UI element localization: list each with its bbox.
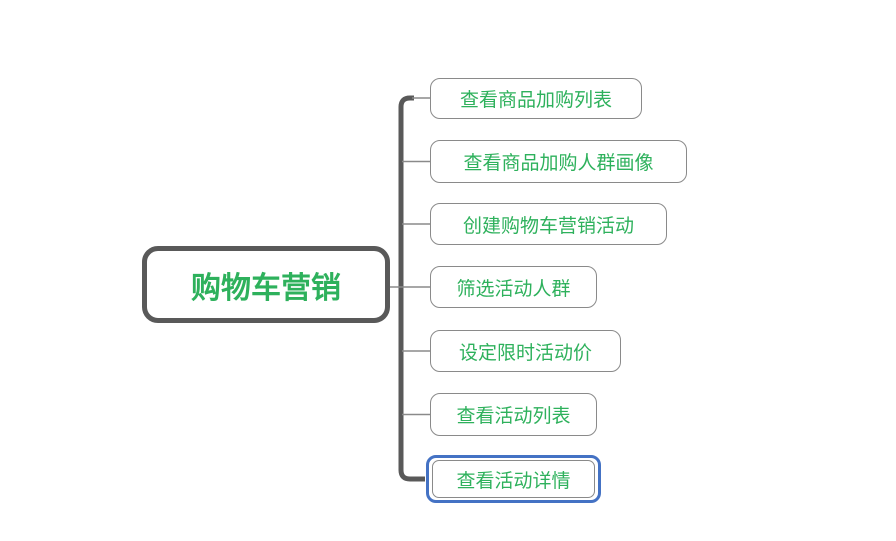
child-topic-label: 设定限时活动价 bbox=[458, 342, 592, 364]
child-topic-label: 筛选活动人群 bbox=[456, 278, 571, 300]
child-topic-audience-profile[interactable]: 查看商品加购人群画像 bbox=[430, 140, 687, 183]
child-topic-create-campaign[interactable]: 创建购物车营销活动 bbox=[430, 203, 667, 245]
branch-trunk-line bbox=[398, 95, 425, 482]
child-topic-set-limited-price[interactable]: 设定限时活动价 bbox=[430, 330, 621, 372]
child-topic-add-to-cart-list[interactable]: 查看商品加购列表 bbox=[430, 78, 642, 119]
child-topic-label: 查看活动详情 bbox=[456, 470, 571, 492]
child-topic-label: 查看活动列表 bbox=[456, 406, 571, 427]
child-topic-label: 查看商品加购列表 bbox=[459, 90, 612, 111]
child-topic-campaign-detail[interactable]: 查看活动详情 bbox=[432, 460, 595, 498]
child-topic-label: 创建购物车营销活动 bbox=[462, 215, 634, 237]
root-topic[interactable]: 购物车营销 bbox=[142, 246, 390, 323]
child-topic-campaign-detail-selection[interactable]: 查看活动详情 bbox=[426, 455, 601, 503]
root-topic-label: 购物车营销 bbox=[191, 271, 341, 305]
child-topic-campaign-list[interactable]: 查看活动列表 bbox=[430, 393, 597, 436]
child-topic-label: 查看商品加购人群画像 bbox=[463, 153, 654, 174]
child-topic-filter-audience[interactable]: 筛选活动人群 bbox=[430, 266, 597, 308]
